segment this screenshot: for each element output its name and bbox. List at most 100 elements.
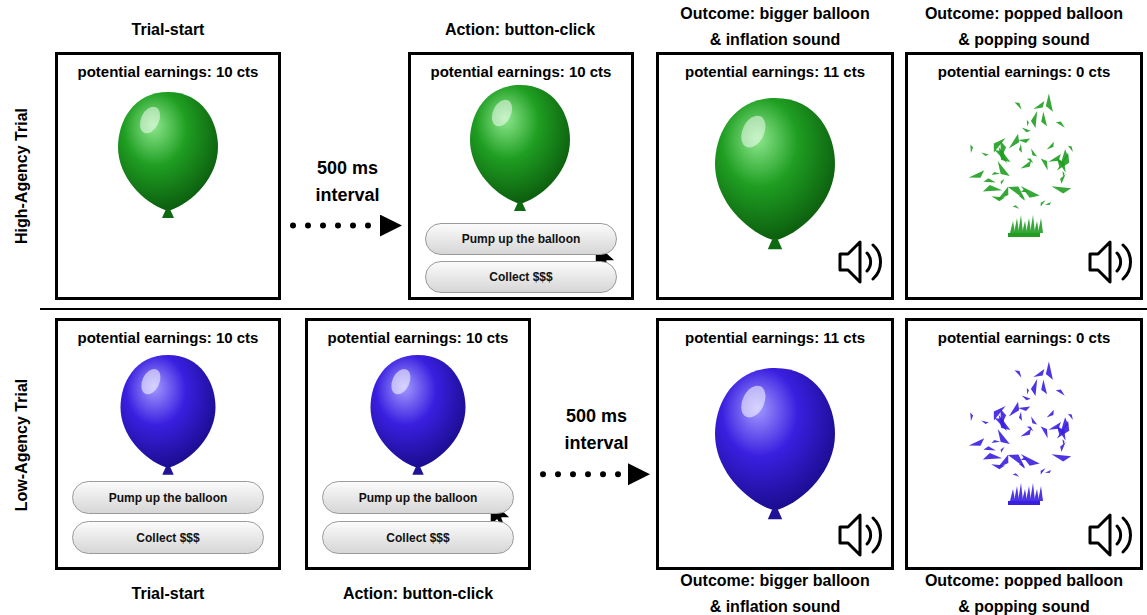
- balloon-fragment: [1015, 370, 1022, 378]
- balloon-fragment: [969, 170, 985, 178]
- balloon-fragment: [1068, 146, 1073, 152]
- balloon-fragment: [1014, 218, 1019, 233]
- column-label: Outcome: popped balloon & popping sound: [923, 1, 1126, 52]
- balloon-fragment: [1031, 111, 1037, 128]
- balloon-fragment: [1060, 149, 1068, 165]
- sound-icon: [1090, 515, 1131, 555]
- balloon-fragment: [1031, 379, 1037, 396]
- balloon-fragment: [981, 421, 989, 425]
- balloon-fragment: [983, 178, 996, 182]
- balloon-fragment: [1068, 414, 1073, 420]
- balloon-fragment: [1056, 122, 1065, 128]
- balloon-fragment: [1052, 454, 1072, 461]
- balloon-fragment: [1030, 215, 1035, 233]
- balloon-fragment: [1010, 489, 1015, 501]
- popped-balloon: [969, 362, 1073, 506]
- balloon-fragment: [1031, 148, 1037, 156]
- button: Collect $$$: [72, 521, 264, 554]
- balloon-fragment: [1008, 455, 1025, 468]
- earnings-text: potential earnings: 10 cts: [308, 321, 528, 346]
- balloon-fragment: [1019, 412, 1022, 421]
- balloon-fragment: [995, 150, 1007, 163]
- screen-panel: potential earnings: 0 cts: [905, 318, 1143, 570]
- screen-panel: potential earnings: 10 ctsPump up the ba…: [408, 52, 634, 300]
- earnings-text: potential earnings: 10 cts: [58, 55, 278, 80]
- button-label: Collect $$$: [386, 531, 449, 545]
- button: Pump up the balloon: [72, 481, 264, 514]
- balloon-fragment: [1045, 202, 1051, 205]
- balloon-fragment: [1046, 362, 1053, 380]
- balloon-fragment: [1034, 221, 1039, 233]
- balloon-fragment: [992, 172, 1001, 175]
- column-label: Trial-start: [68, 581, 268, 607]
- balloon-fragment: [1019, 144, 1022, 153]
- balloon-fragment: [1041, 200, 1046, 206]
- balloon-fragment: [1013, 205, 1020, 209]
- balloon-fragment: [1022, 128, 1031, 133]
- screen-panel: potential earnings: 11 cts: [656, 52, 894, 300]
- balloon-fragment: [1038, 218, 1043, 233]
- button: Collect $$$: [322, 521, 514, 554]
- balloon-fragment: [1021, 428, 1032, 436]
- balloon-fragment: [1041, 112, 1047, 127]
- earnings-text: potential earnings: 11 cts: [659, 321, 891, 346]
- balloon-fragment: [1008, 187, 1025, 200]
- balloon-fragment: [1027, 388, 1029, 394]
- screen-panel: potential earnings: 0 cts: [905, 52, 1143, 300]
- button-label: Collect $$$: [136, 531, 199, 545]
- balloon-fragment: [1013, 473, 1020, 477]
- dotted-arrow: [293, 223, 380, 229]
- button: Pump up the balloon: [425, 223, 617, 255]
- balloon-fragment: [1018, 215, 1023, 233]
- balloon-fragment: [1034, 489, 1039, 501]
- balloon-fragment: [1033, 369, 1044, 377]
- balloon-fragment: [983, 453, 1002, 459]
- button-label: Collect $$$: [489, 270, 552, 284]
- balloon-knot: [1008, 233, 1040, 237]
- balloon-fragment: [1001, 447, 1005, 453]
- balloon: [470, 85, 570, 211]
- balloon: [118, 92, 218, 218]
- balloon-fragment: [1027, 426, 1034, 431]
- balloon-fragment: [1015, 102, 1022, 110]
- column-label: Outcome: bigger balloon & inflation soun…: [674, 568, 877, 615]
- balloon: [121, 355, 216, 475]
- popped-balloon: [969, 94, 1073, 238]
- button: Pump up the balloon: [322, 481, 514, 514]
- balloon-fragment: [1033, 101, 1044, 109]
- row-label: Low-Agency Trial: [9, 335, 35, 555]
- earnings-text: potential earnings: 11 cts: [659, 55, 891, 80]
- column-label: Action: button-click: [308, 581, 528, 607]
- balloon-fragment: [1018, 483, 1023, 501]
- balloon-fragment: [969, 438, 985, 446]
- balloon-fragment: [1030, 483, 1035, 501]
- button-label: Pump up the balloon: [109, 491, 228, 505]
- column-label: Outcome: popped balloon & popping sound: [923, 568, 1126, 615]
- balloon-fragment: [1026, 218, 1031, 233]
- balloon-fragment: [1010, 221, 1015, 233]
- balloon-fragment: [991, 464, 1005, 469]
- column-label: Trial-start: [68, 17, 268, 43]
- column-label: Outcome: bigger balloon & inflation soun…: [674, 1, 877, 52]
- balloon-fragment: [1060, 417, 1068, 433]
- balloon-fragment: [1021, 186, 1040, 198]
- balloon-fragment: [981, 153, 989, 157]
- column-label: Action: button-click: [410, 17, 630, 43]
- balloon-fragment: [1021, 454, 1040, 466]
- balloon-fragment: [1022, 221, 1027, 233]
- sound-icon: [840, 242, 881, 282]
- earnings-text: potential earnings: 10 cts: [411, 55, 631, 80]
- balloon-fragment: [1022, 489, 1027, 501]
- balloon-fragment: [1047, 142, 1054, 150]
- balloon-fragment: [1014, 486, 1019, 501]
- row-label: High-Agency Trial: [9, 66, 35, 286]
- balloon-fragment: [970, 144, 973, 153]
- balloon-fragment: [1052, 186, 1072, 193]
- earnings-text: potential earnings: 10 cts: [58, 321, 278, 346]
- balloon-fragment: [1060, 442, 1066, 452]
- dotted-arrow: [543, 471, 628, 477]
- balloon-fragment: [1045, 470, 1051, 473]
- balloon-fragment: [1009, 134, 1019, 149]
- balloon-fragment: [1018, 407, 1030, 411]
- balloon-fragment: [992, 440, 1001, 443]
